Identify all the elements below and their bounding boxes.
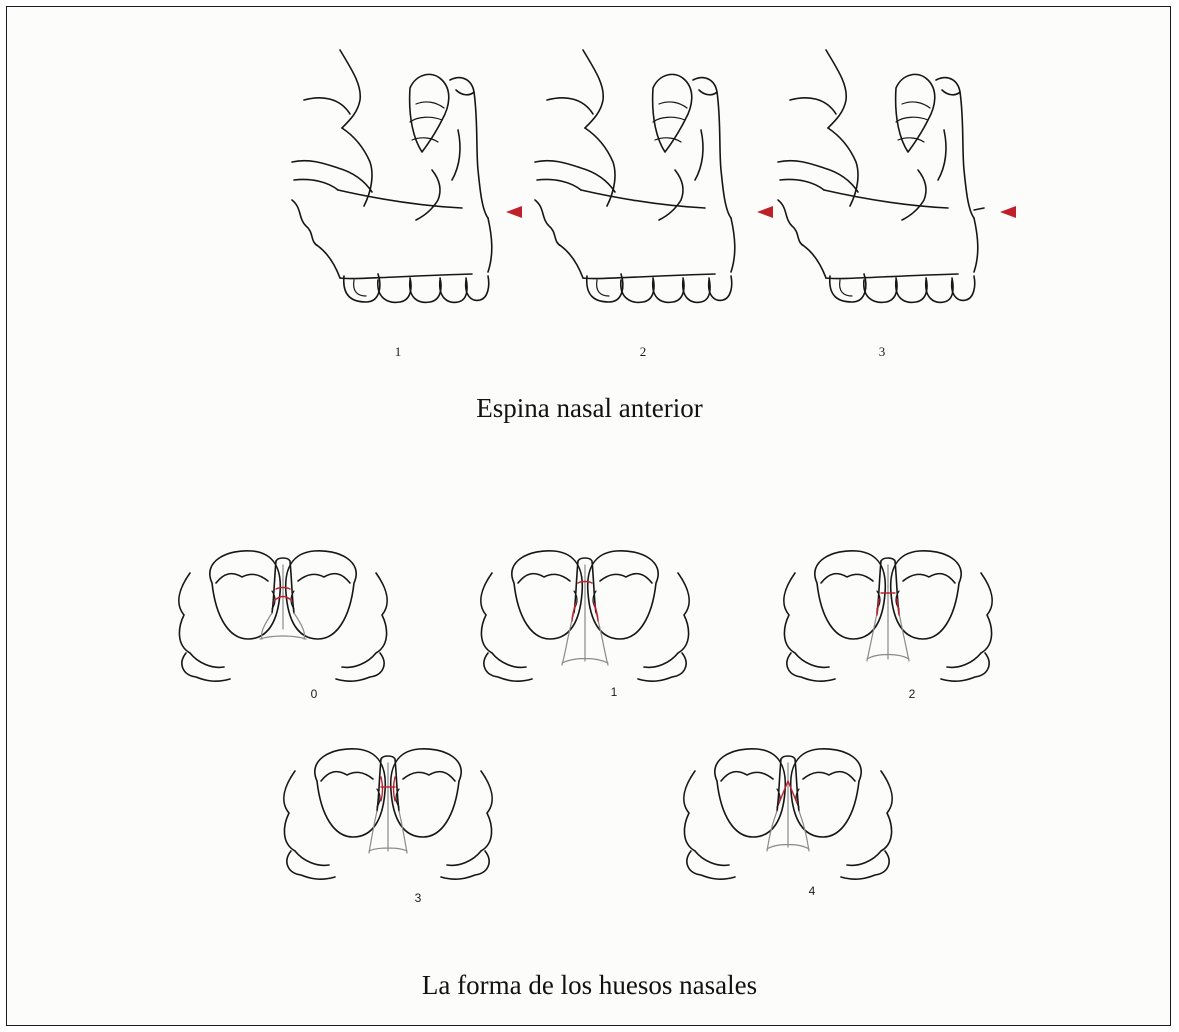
caption-huesos-nasales: La forma de los huesos nasales — [0, 970, 1179, 1001]
arrow-marker-icon — [757, 206, 773, 218]
skull-panel-2 — [535, 50, 773, 302]
nasal-panel-0 — [179, 551, 387, 681]
skull-label-2: 2 — [640, 344, 647, 359]
nasal-panel-2 — [784, 551, 992, 681]
nasal-panel-1 — [481, 551, 689, 681]
skull-label-3: 3 — [879, 344, 886, 359]
skull-label-1: 1 — [395, 344, 402, 359]
skull-panel-1 — [292, 50, 522, 302]
arrow-marker-icon — [1000, 206, 1016, 218]
caption-espina-nasal: Espina nasal anterior — [0, 393, 1179, 424]
nasal-label-3: 3 — [415, 891, 422, 905]
nasal-panel-3 — [284, 749, 492, 879]
nasal-label-1: 1 — [611, 685, 618, 699]
nasal-label-4: 4 — [809, 884, 816, 898]
nasal-panel-4 — [684, 749, 892, 879]
nasal-label-2: 2 — [909, 687, 916, 701]
arrow-marker-icon — [506, 206, 522, 218]
nasal-label-0: 0 — [311, 687, 318, 701]
skull-panel-3 — [778, 50, 1016, 302]
